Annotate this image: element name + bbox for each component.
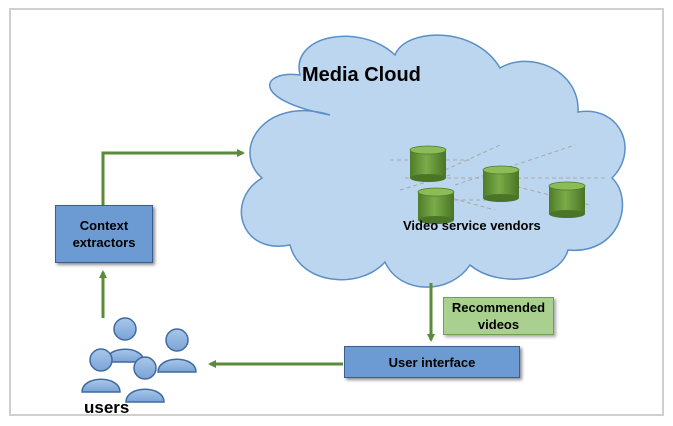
recommended-videos-box: Recommended videos xyxy=(443,297,554,335)
vendors-label: Video service vendors xyxy=(403,218,541,233)
database-icon-3 xyxy=(417,187,455,224)
recommended-line1: Recommended xyxy=(451,300,546,315)
users-label: users xyxy=(84,398,130,417)
context-box-line1: Context xyxy=(79,218,129,233)
context-extractors-box: Context extractors xyxy=(55,205,153,263)
context-box-line2: extractors xyxy=(72,235,136,250)
cloud-title: Media Cloud xyxy=(302,64,421,86)
user-interface-label: User interface xyxy=(388,354,476,370)
user-interface-box: User interface xyxy=(344,346,520,378)
database-icon-2 xyxy=(482,165,520,202)
recommended-line2: videos xyxy=(477,317,520,332)
flow-arrows xyxy=(99,149,435,368)
users-icon xyxy=(81,317,197,403)
database-icon-4 xyxy=(548,181,586,218)
database-icon-1 xyxy=(409,145,447,182)
arrow-context-to-cloud xyxy=(101,149,245,205)
